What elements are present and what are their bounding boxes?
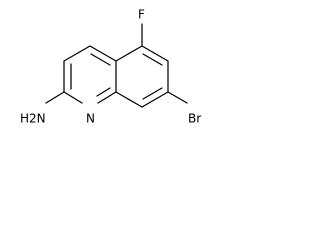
bond-c7-c8-inner: [142, 87, 163, 100]
atom-labels: F Br H2N N: [20, 8, 201, 126]
bond-n1-c2: [63, 91, 83, 104]
bromine-label: Br: [188, 112, 201, 126]
ring-nitrogen-label: N: [86, 112, 95, 126]
bond-c8-c8a: [115, 91, 143, 108]
fluorine-label: F: [138, 8, 145, 22]
bond-c4-c4a: [89, 45, 117, 62]
bond-c4-c4a-inner: [90, 53, 111, 66]
bond-c8a-n1: [97, 91, 117, 104]
bond-c3-c4: [63, 45, 91, 62]
bond-c5-c6-inner: [142, 53, 163, 66]
bond-c7-br: [167, 91, 188, 104]
bond-lines: [45, 23, 188, 108]
bond-c7-c8: [141, 91, 169, 108]
chemical-structure-diagram: F Br H2N N: [20, 8, 201, 126]
bond-c5-c6: [141, 45, 169, 62]
bond-c4a-c5: [115, 45, 143, 62]
amine-label: H2N: [20, 112, 46, 126]
bond-c8a-n1-inner: [96, 87, 111, 97]
bond-c2-nh2: [45, 91, 65, 104]
